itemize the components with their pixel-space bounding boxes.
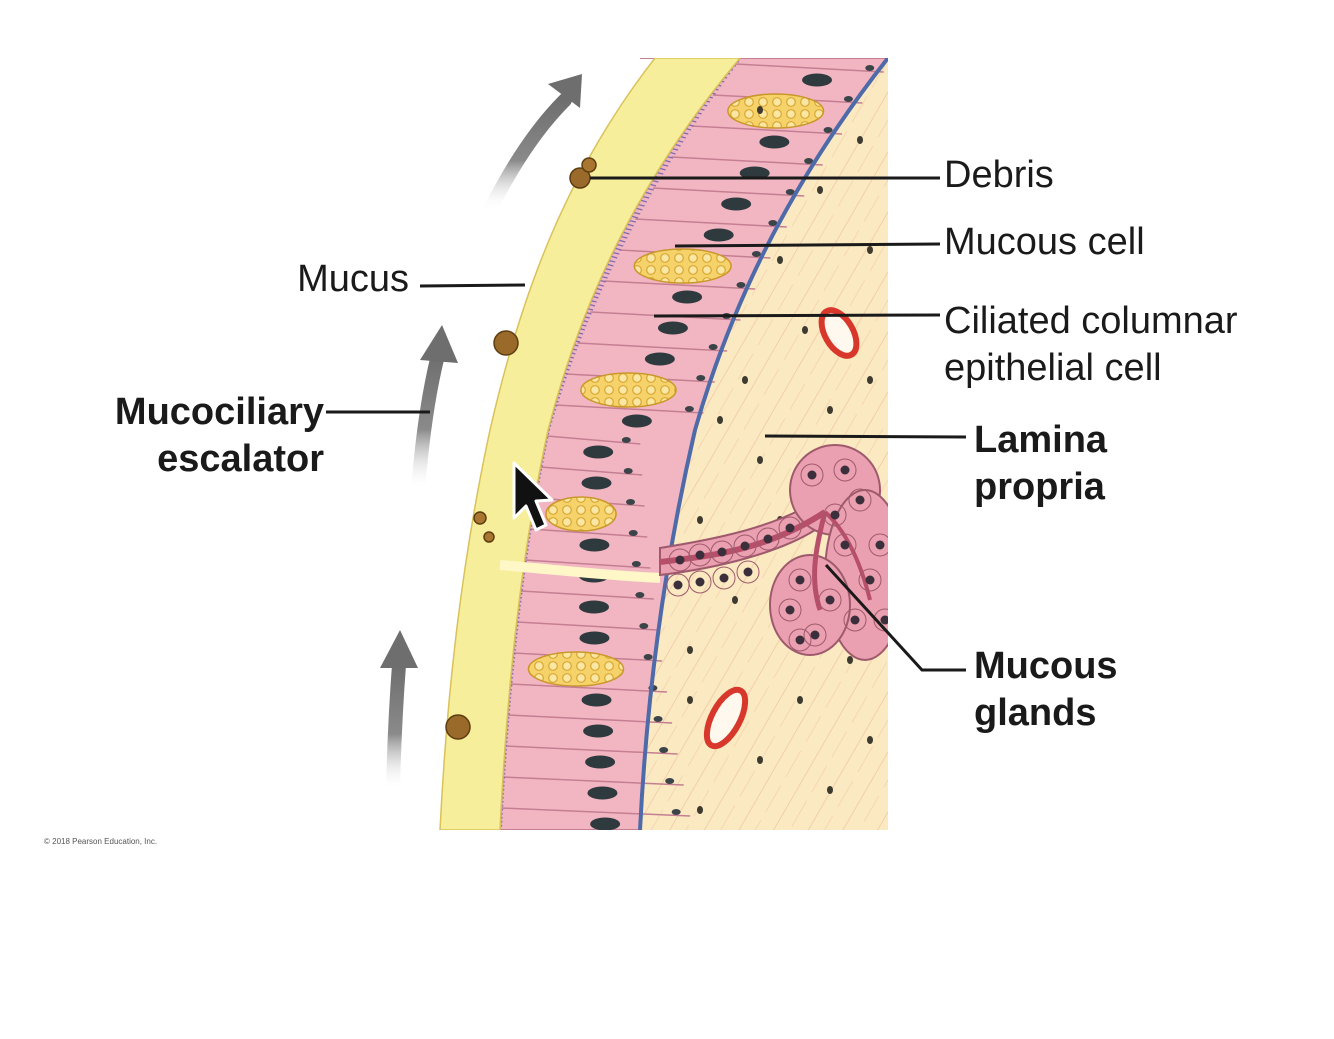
label-ciliated-cell-line2: epithelial cell (944, 345, 1162, 391)
label-lamina-propria-line1: Lamina (974, 417, 1107, 463)
mucociliary-escalator-arrow (418, 355, 438, 490)
copyright-notice: © 2018 Pearson Education, Inc. (44, 837, 157, 846)
label-mucous-glands-line2: glands (974, 690, 1096, 736)
label-mucus: Mucus (297, 256, 409, 302)
label-mucous-cell: Mucous cell (944, 219, 1145, 265)
label-mucous-glands-line1: Mucous (974, 643, 1118, 689)
mucociliary-escalator-arrow (393, 665, 399, 790)
label-lamina-propria-line2: propria (974, 464, 1105, 510)
label-debris: Debris (944, 152, 1054, 198)
label-escalator-line1: Mucociliary (115, 389, 324, 435)
label-escalator-line2: escalator (157, 436, 324, 482)
mucociliary-escalator-arrow (490, 100, 565, 210)
label-ciliated-cell-line1: Ciliated columnar (944, 298, 1238, 344)
